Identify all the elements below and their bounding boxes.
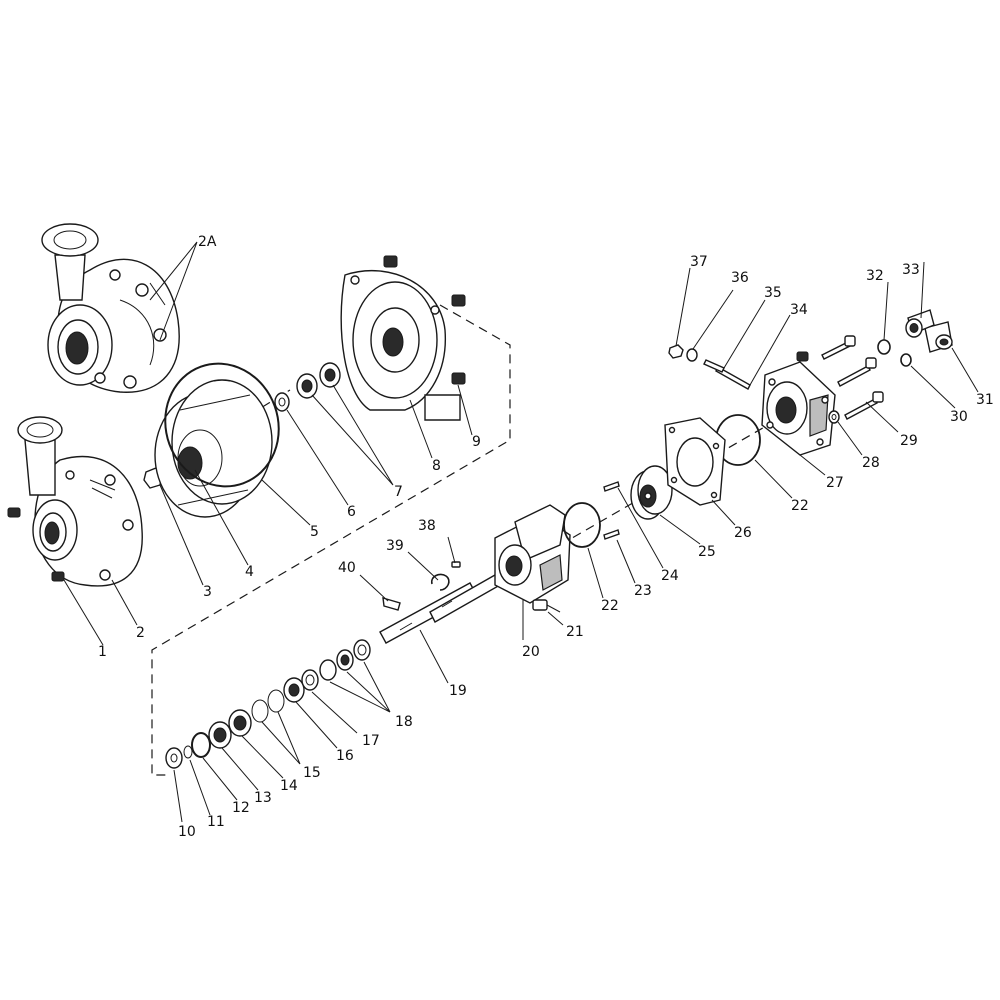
label-part-1: 1 (98, 644, 107, 660)
volute-casing-2a (41, 223, 180, 393)
gerotor-25 (630, 465, 673, 520)
label-part-3: 3 (203, 584, 212, 600)
mechanical-seal-7 (296, 362, 341, 399)
label-part-2a: 2A (198, 234, 217, 250)
label-part-7: 7 (394, 484, 403, 500)
o-ring-32 (877, 339, 891, 355)
casing-o-ring-5 (164, 362, 280, 488)
label-part-39: 39 (386, 538, 404, 554)
label-part-28: 28 (862, 455, 880, 471)
washer-17 (301, 669, 319, 691)
label-part-18: 18 (395, 714, 413, 730)
bearing-16 (283, 677, 305, 703)
label-part-17: 17 (362, 733, 380, 749)
impeller-4 (154, 379, 273, 518)
cap-screws-29 (821, 335, 884, 420)
spacer-rings-15 (251, 689, 285, 723)
label-part-13: 13 (254, 790, 272, 806)
elbow-fitting-31 (924, 321, 953, 353)
label-part-20: 20 (522, 644, 540, 660)
label-part-5: 5 (310, 524, 319, 540)
label-part-38: 38 (418, 518, 436, 534)
clip-39 (430, 573, 450, 591)
label-part-8: 8 (432, 458, 441, 474)
label-part-11: 11 (207, 814, 225, 830)
label-part-19: 19 (449, 683, 467, 699)
label-part-37: 37 (690, 254, 708, 270)
assembly-dashed-line (151, 304, 511, 776)
label-part-4: 4 (245, 564, 254, 580)
label-part-32: 32 (866, 268, 884, 284)
label-part-29: 29 (900, 433, 918, 449)
o-ring-30 (900, 353, 912, 367)
washer-36 (686, 348, 698, 362)
seal-rings-18 (319, 639, 371, 681)
nut-37 (668, 344, 684, 359)
woodruff-key-40 (382, 597, 401, 611)
label-part-33: 33 (902, 262, 920, 278)
label-part-27: 27 (826, 475, 844, 491)
bolt-21 (532, 599, 561, 613)
label-part-2: 2 (136, 625, 145, 641)
spring-35 (703, 359, 725, 373)
label-part-35: 35 (764, 285, 782, 301)
o-ring-22-left (563, 502, 601, 548)
retaining-ring-11 (183, 745, 193, 759)
dowel-pin-24 (603, 481, 620, 492)
label-part-25: 25 (698, 544, 716, 560)
washer-10 (165, 747, 183, 769)
label-part-6: 6 (347, 504, 356, 520)
label-part-15: 15 (303, 765, 321, 781)
gasket-plate-26 (664, 417, 726, 506)
label-part-31: 31 (976, 392, 994, 408)
pump-shaft-19 (379, 574, 501, 644)
label-part-34: 34 (790, 302, 808, 318)
volute-casing-2 (17, 416, 143, 587)
label-part-10: 10 (178, 824, 196, 840)
leader-lines (63, 241, 979, 823)
label-part-22-right: 22 (791, 498, 809, 514)
label-part-16: 16 (336, 748, 354, 764)
bearing-13 (208, 721, 232, 749)
label-part-12: 12 (232, 800, 250, 816)
label-part-14: 14 (280, 778, 298, 794)
elbow-fitting-33 (905, 309, 935, 338)
drain-plug-1 (7, 507, 65, 582)
label-part-24: 24 (661, 568, 679, 584)
label-part-40: 40 (338, 560, 356, 576)
dowel-pin-23 (603, 529, 620, 540)
label-part-9: 9 (472, 434, 481, 450)
key-38 (451, 561, 461, 568)
label-part-22-left: 22 (601, 598, 619, 614)
bracket-plate-8 (340, 270, 461, 421)
label-part-21: 21 (566, 624, 584, 640)
bearing-housing-20 (494, 504, 571, 604)
label-part-36: 36 (731, 270, 749, 286)
bearing-14 (228, 709, 252, 737)
set-screw-28-top (796, 351, 809, 362)
washer-6 (274, 392, 290, 412)
washer-28 (828, 410, 840, 424)
end-cover-27 (761, 361, 836, 456)
label-part-23: 23 (634, 583, 652, 599)
bolts-9 (383, 255, 466, 385)
snap-ring-12 (191, 732, 211, 758)
label-part-30: 30 (950, 409, 968, 425)
label-part-26: 26 (734, 525, 752, 541)
